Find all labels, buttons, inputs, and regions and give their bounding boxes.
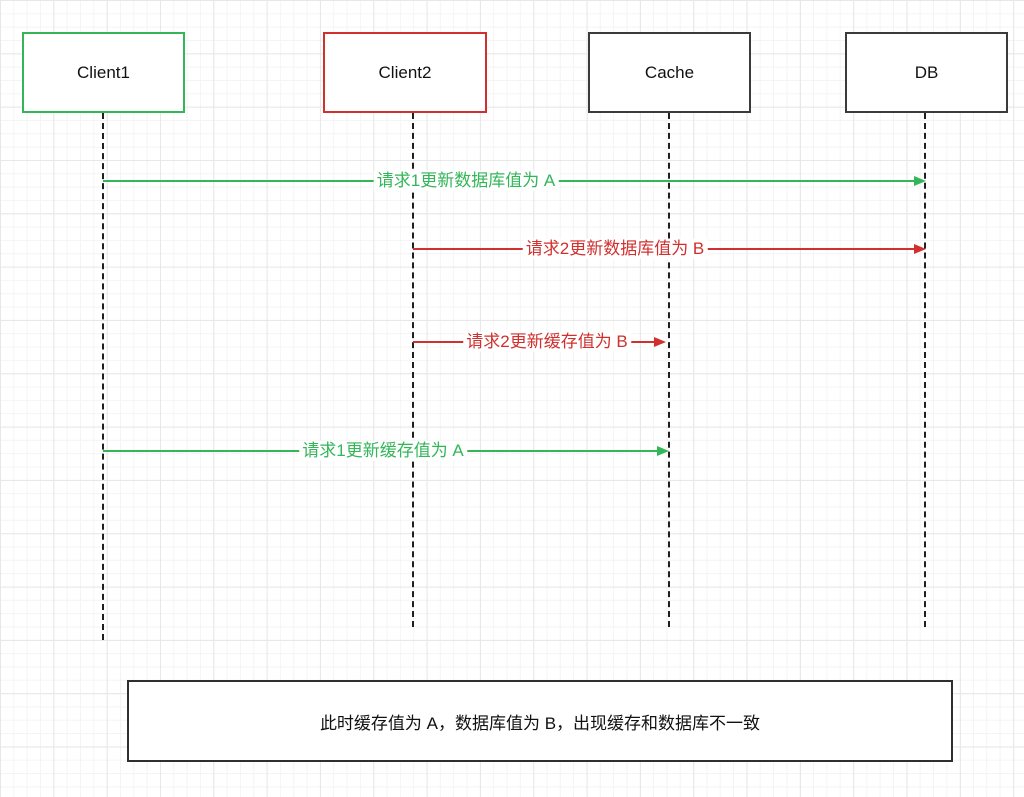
actor-box-client2: Client2 — [323, 32, 487, 113]
actor-box-client1: Client1 — [22, 32, 185, 113]
note-box: 此时缓存值为 A，数据库值为 B，出现缓存和数据库不一致 — [127, 680, 953, 762]
lifeline-cache — [668, 113, 670, 627]
message-label-2: 请求2更新数据库值为 B — [522, 238, 708, 260]
lifeline-client2 — [412, 113, 414, 627]
actor-label-client2: Client2 — [378, 62, 432, 82]
actor-label-client1: Client1 — [77, 62, 130, 82]
message-label-4: 请求1更新缓存值为 A — [299, 440, 467, 462]
lifeline-client1 — [102, 113, 104, 640]
message-label-1: 请求1更新数据库值为 A — [373, 170, 559, 192]
lifeline-db — [924, 113, 926, 627]
arrowhead-icon-2 — [914, 244, 926, 254]
actor-box-db: DB — [845, 32, 1008, 113]
actor-label-db: DB — [914, 62, 939, 82]
note-text: 此时缓存值为 A，数据库值为 B，出现缓存和数据库不一致 — [319, 713, 761, 733]
arrowhead-icon-1 — [914, 176, 926, 186]
actor-label-cache: Cache — [644, 62, 695, 82]
message-label-3: 请求2更新缓存值为 B — [463, 331, 631, 353]
arrowhead-icon-4 — [657, 446, 669, 456]
actor-box-cache: Cache — [588, 32, 751, 113]
arrowhead-icon-3 — [654, 337, 666, 347]
